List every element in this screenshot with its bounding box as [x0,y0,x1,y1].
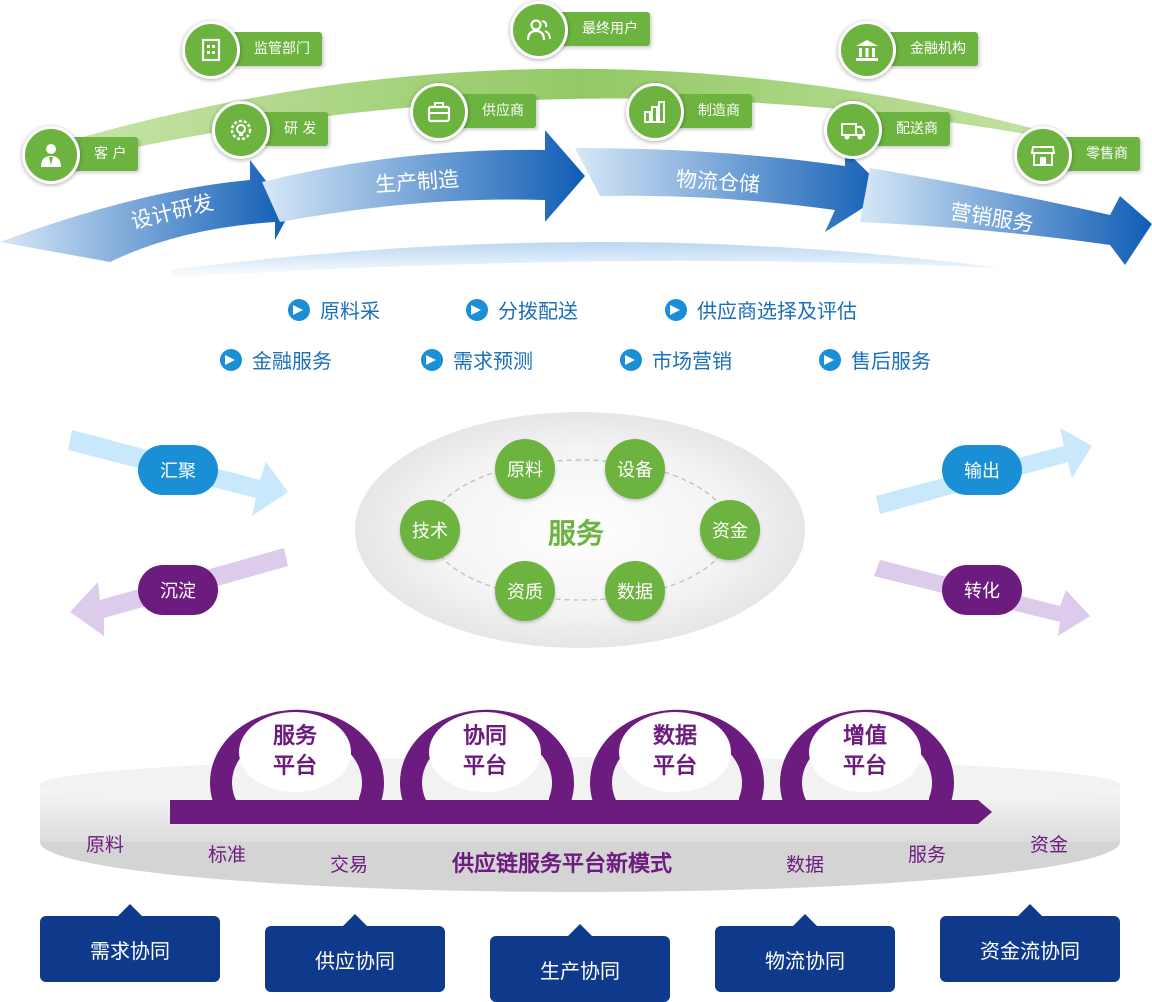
hub-node-materials: 原料 [495,439,555,499]
chevron-right-icon [819,348,841,371]
hub-ellipse [355,412,805,648]
role-tag-distributor: 配送商 [870,112,950,146]
hub-node-technology: 技术 [400,500,460,560]
base-label-standard: 标准 [208,844,247,866]
platform-rail [170,800,978,824]
base-label-service: 服务 [908,844,947,866]
truck-icon [824,101,882,159]
users-icon [510,1,568,59]
role-tag-financial: 金融机构 [884,32,978,66]
bank-icon [838,21,896,79]
arrow-logistics [575,148,888,232]
collab-box-production: 生产协同 [490,924,670,1002]
hub-center-label: 服务 [548,517,605,550]
role-tag-retailer: 零售商 [1060,137,1140,171]
collab-box-logistics: 物流协同 [715,914,895,992]
arrow-production [262,130,585,222]
platform-label-collab: 协同平台 [462,724,507,779]
platform-rail-tip [978,800,992,824]
service-item: 供应商选择及评估 [665,295,857,324]
service-item: 需求预测 [421,345,533,374]
role-tag-supplier: 供应商 [456,94,536,128]
factory-icon [626,83,684,141]
loop-inner-fills [239,712,921,792]
person-icon [22,126,80,184]
stage-label-logistics: 物流仓储 [675,167,761,197]
stage-label-production: 生产制造 [374,167,460,197]
service-item: 市场营销 [620,345,732,374]
flow-pill-aggregate: 汇聚 [138,445,218,495]
store-icon [1014,126,1072,184]
service-item: 原料采 [288,295,380,324]
flow-pill-output: 输出 [942,445,1022,495]
lightbulb-gear-icon [212,101,270,159]
base-label-materials: 原料 [86,834,125,856]
chevron-right-icon [620,348,642,371]
arrow-shadow [170,241,1000,278]
chevron-right-icon [288,298,310,321]
role-tag-manufacturer: 制造商 [672,94,752,128]
base-label-trade: 交易 [330,854,369,876]
hub-node-qualification: 资质 [495,561,555,621]
platform-label-data: 数据平台 [652,724,697,779]
chevron-right-icon [665,298,687,321]
base-title: 供应链服务平台新模式 [452,852,673,877]
hub-node-capital: 资金 [700,500,760,560]
green-arc-band [55,68,1110,165]
platform-label-service: 服务平台 [272,724,317,779]
role-tag-regulator: 监管部门 [228,32,322,66]
briefcase-icon [410,83,468,141]
collab-box-supply: 供应协同 [265,914,445,992]
platform-label-value: 增值平台 [842,724,887,779]
base-label-capital: 资金 [1030,834,1069,856]
role-tag-end-user: 最终用户 [556,12,650,46]
building-icon [182,21,240,79]
service-item: 售后服务 [819,345,931,374]
arrow-marketing [860,168,1152,265]
hub-node-equipment: 设备 [605,439,665,499]
hub-node-data: 数据 [605,561,665,621]
base-label-data: 数据 [786,854,825,876]
chevron-right-icon [466,298,488,321]
collab-box-demand: 需求协同 [40,904,220,982]
service-item: 分拨配送 [466,295,578,324]
chevron-right-icon [220,348,242,371]
chevron-right-icon [421,348,443,371]
flow-pill-settle: 沉淀 [138,565,218,615]
service-item: 金融服务 [220,345,332,374]
collab-box-capital-flow: 资金流协同 [940,904,1120,982]
flow-pill-transform: 转化 [942,565,1022,615]
arrow-design [0,160,290,262]
